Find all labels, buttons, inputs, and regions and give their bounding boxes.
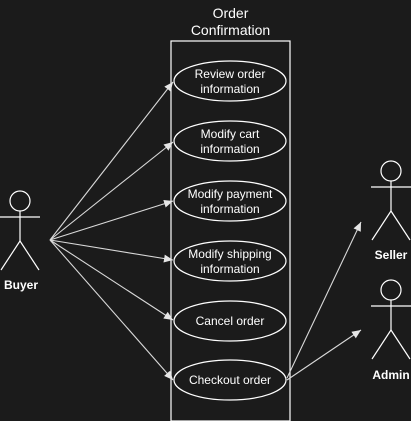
use-case-label: information (200, 142, 259, 156)
stick-figure-icon (371, 279, 411, 360)
use-case-checkout-order[interactable]: Checkout order (173, 359, 287, 401)
use-case-modify-payment[interactable]: Modify payment information (173, 180, 287, 222)
edge-buyer-payment (49, 199, 174, 241)
edge-buyer-checkout (49, 239, 174, 381)
use-case-label: Cancel order (196, 314, 265, 328)
system-title-line2: Confirmation (191, 22, 270, 38)
edge-checkout-admin (286, 329, 362, 381)
system-title-line1: Order (213, 5, 249, 21)
use-case-label: Modify cart (201, 127, 260, 141)
actor-admin[interactable]: Admin (371, 279, 411, 382)
actor-label: Admin (372, 368, 409, 382)
use-case-review-order[interactable]: Review order information (173, 60, 287, 102)
use-case-modify-shipping[interactable]: Modify shipping information (173, 240, 287, 282)
stick-figure-icon (0, 190, 40, 271)
actor-label: Seller (375, 248, 408, 262)
use-case-cancel-order[interactable]: Cancel order (173, 300, 287, 342)
use-case-label: Modify shipping (188, 247, 271, 261)
edge-buyer-shipping (49, 239, 174, 263)
use-case-label: Checkout order (189, 373, 271, 387)
use-case-label: information (200, 202, 259, 216)
stick-figure-icon (371, 160, 411, 241)
use-case-label: information (200, 262, 259, 276)
edge-checkout-seller (286, 221, 362, 379)
actor-buyer[interactable]: Buyer (0, 190, 40, 292)
use-case-label: Modify payment (188, 187, 273, 201)
system-boundary: Order Confirmation (170, 5, 291, 421)
actor-label: Buyer (4, 278, 38, 292)
edge-buyer-cart (49, 141, 174, 241)
edge-buyer-cancel (49, 239, 174, 321)
checkout-associations (286, 221, 362, 381)
use-case-label: information (200, 82, 259, 96)
actor-seller[interactable]: Seller (371, 160, 411, 262)
use-case-label: Review order (195, 67, 266, 81)
edge-buyer-review (49, 81, 174, 241)
use-case-modify-cart[interactable]: Modify cart information (173, 120, 287, 162)
buyer-associations (49, 81, 174, 381)
